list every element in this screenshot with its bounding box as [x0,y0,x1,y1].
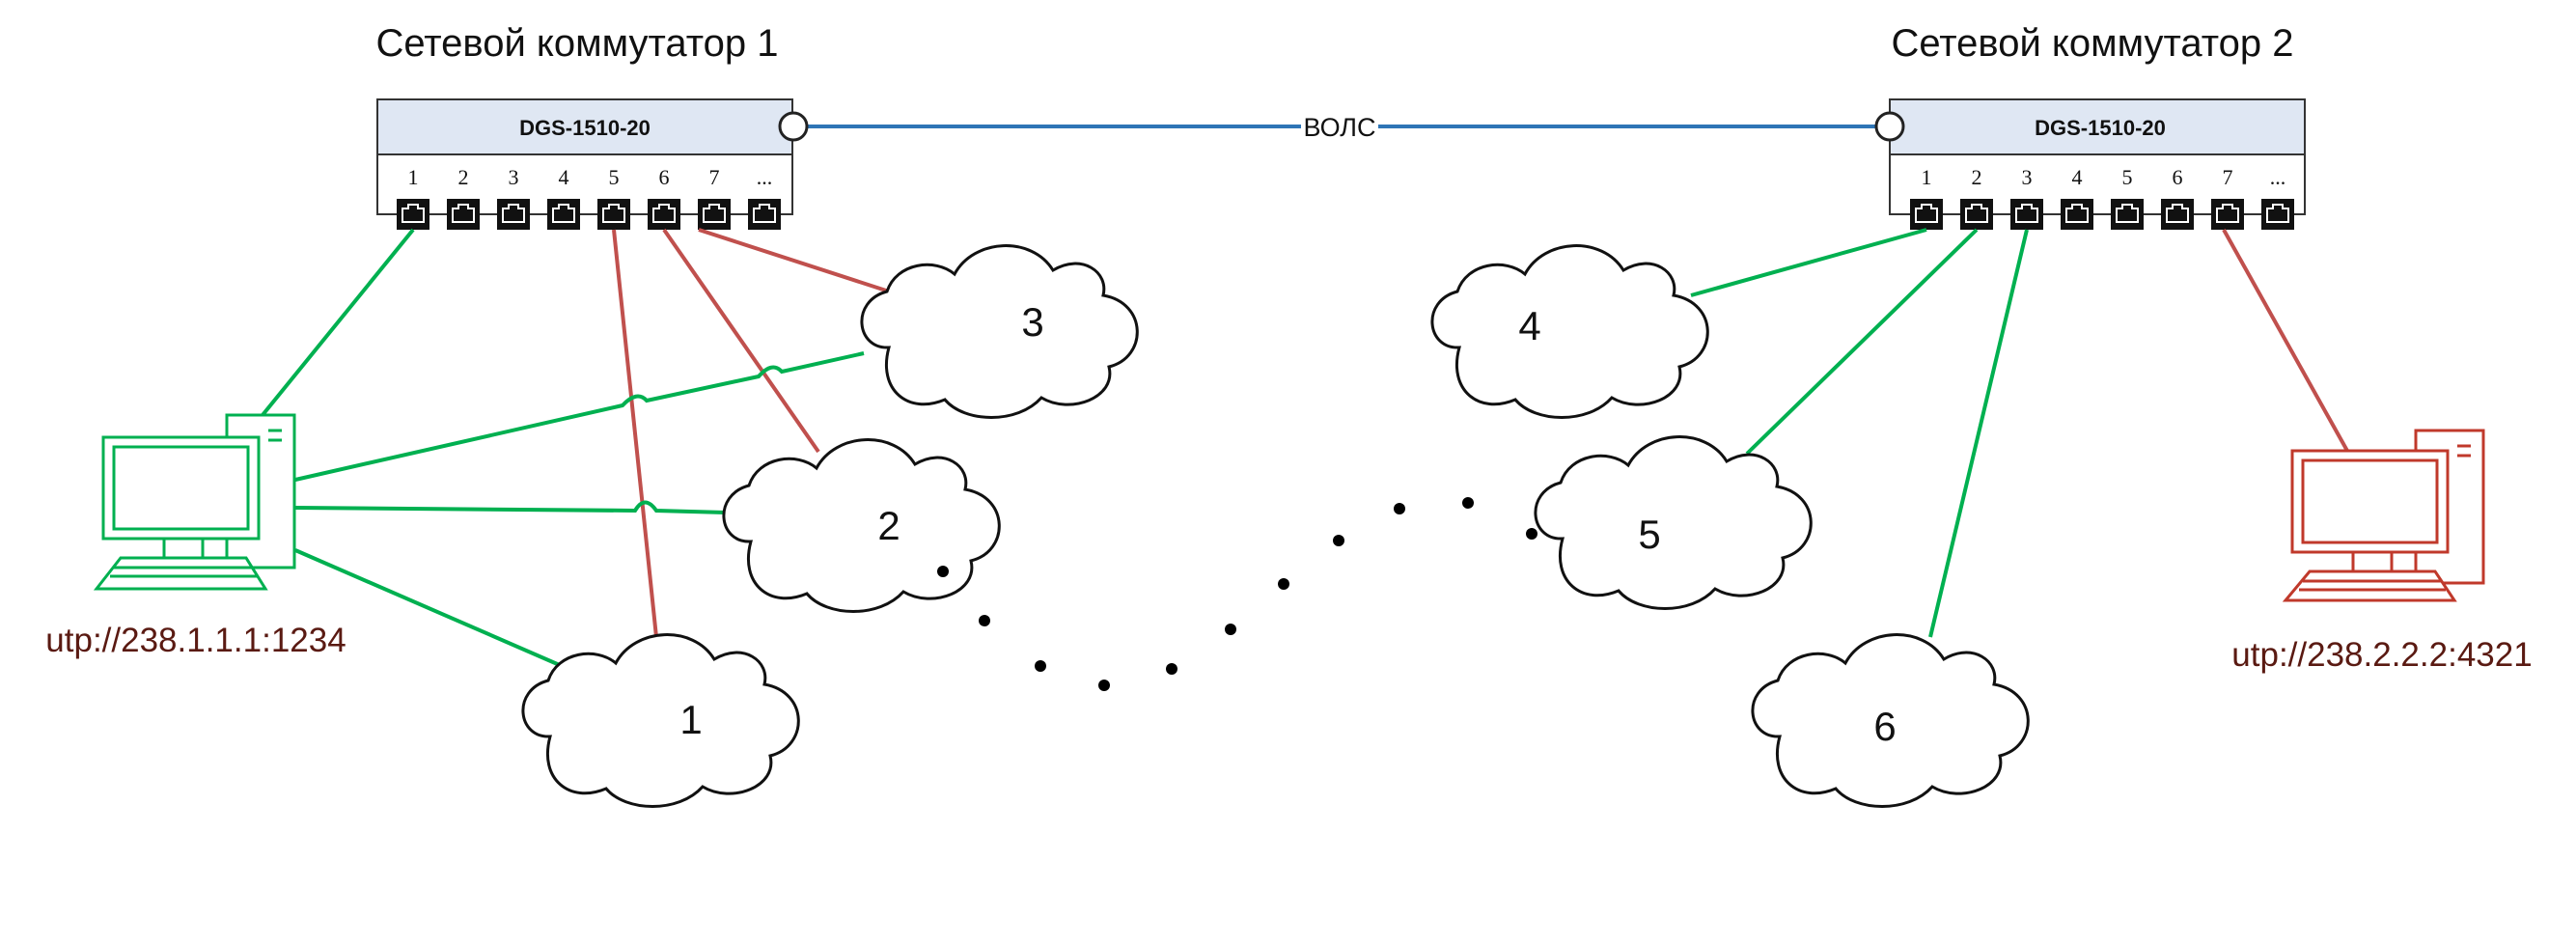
switch-2-port-6-icon [2161,199,2194,230]
link-sw2-p3-cloud6 [1928,229,2029,638]
switch-1-port-label-4: 4 [559,165,569,189]
host-2-address: utp://238.2.2.2:4321 [2231,636,2532,674]
host-1-address: utp://238.1.1.1:1234 [45,622,346,659]
switch-2-port-4-icon [2061,199,2093,230]
switch-2-port-label-7: 7 [2223,165,2233,189]
switch-1-port-label-6: 6 [659,165,670,189]
fiber-link-label: ВОЛС [1303,113,1375,142]
cloud-5: 5 [1534,435,1813,610]
switch-1-port-7-icon [698,199,731,230]
switch-2-port-label-2: 2 [1972,165,1982,189]
switch-1-port-label-3: 3 [509,165,519,189]
switch-1-port-label-2: 2 [458,165,469,189]
switch-2-port-label-4: 4 [2072,165,2083,189]
cloud-3: 3 [860,244,1139,420]
cloud-3-label: 3 [1021,299,1043,345]
link-sw1-p1-host1 [261,228,415,417]
link-host1-cloud2 [294,500,727,514]
ellipsis-dots [937,497,1537,691]
switch-1-title: Сетевой коммутатор 1 [375,22,778,65]
switch-2-title: Сетевой коммутатор 2 [1891,22,2293,65]
cloud-1: 1 [521,633,800,808]
switch-1: DGS-1510-20 1 2 3 4 5 6 7... [376,98,809,230]
link-sw1-p5-cloud1 [612,229,658,638]
switch-1-port-8-icon [748,199,781,230]
switch-2-port-2-icon [1960,199,1993,230]
switch-1-model: DGS-1510-20 [519,116,651,140]
cloud-6-label: 6 [1873,704,1896,749]
switch-2-port-3-icon [2010,199,2043,230]
switch-2-port-label-1: 1 [1922,165,1932,189]
cloud-4: 4 [1430,244,1709,420]
switch-1-port-2-icon [447,199,480,230]
cloud-4-label: 4 [1518,303,1540,348]
switch-1-port-label-8: ... [757,165,773,189]
computer-1-icon [93,413,296,591]
switch-2: DGS-1510-20 1 2 3 4 5 6 7... [1874,98,2306,230]
switch-2-port-label-6: 6 [2173,165,2183,189]
switch-1-port-6-icon [648,199,680,230]
switch-1-port-3-icon [497,199,530,230]
switch-2-fiber-port [1874,111,1905,142]
cloud-5-label: 5 [1638,512,1660,557]
switch-2-model: DGS-1510-20 [2035,116,2166,140]
switch-1-port-label-5: 5 [609,165,620,189]
switch-1-fiber-port [778,111,809,142]
switch-1-port-1-icon [397,199,429,230]
switch-2-port-label-5: 5 [2122,165,2133,189]
switch-1-port-label-7: 7 [709,165,720,189]
link-host1-cloud3 [294,351,865,482]
switch-1-port-4-icon [547,199,580,230]
switch-2-port-1-icon [1910,199,1943,230]
switch-2-port-8-icon [2261,199,2294,230]
cloud-6: 6 [1751,633,2030,808]
link-sw1-p6-cloud2 [662,228,820,454]
cloud-1-label: 1 [679,697,702,742]
switch-2-port-label-8: ... [2270,165,2286,189]
cloud-2: 2 [722,438,1001,613]
link-sw2-p1-cloud4 [1690,228,1927,297]
link-sw1-p7-cloud3 [698,228,920,303]
link-sw2-p7-host2 [2222,229,2349,452]
cloud-2-label: 2 [877,503,900,548]
switch-1-port-5-icon [597,199,630,230]
computer-2-icon [2282,429,2485,602]
link-host1-cloud1 [294,548,592,680]
switch-2-port-5-icon [2111,199,2144,230]
switch-2-port-7-icon [2211,199,2244,230]
fiber-link: ВОЛС [793,113,1890,142]
link-sw2-p2-cloud5 [1745,228,1979,456]
switch-2-port-label-3: 3 [2022,165,2033,189]
connections [261,228,2349,680]
switch-1-port-label-1: 1 [408,165,419,189]
